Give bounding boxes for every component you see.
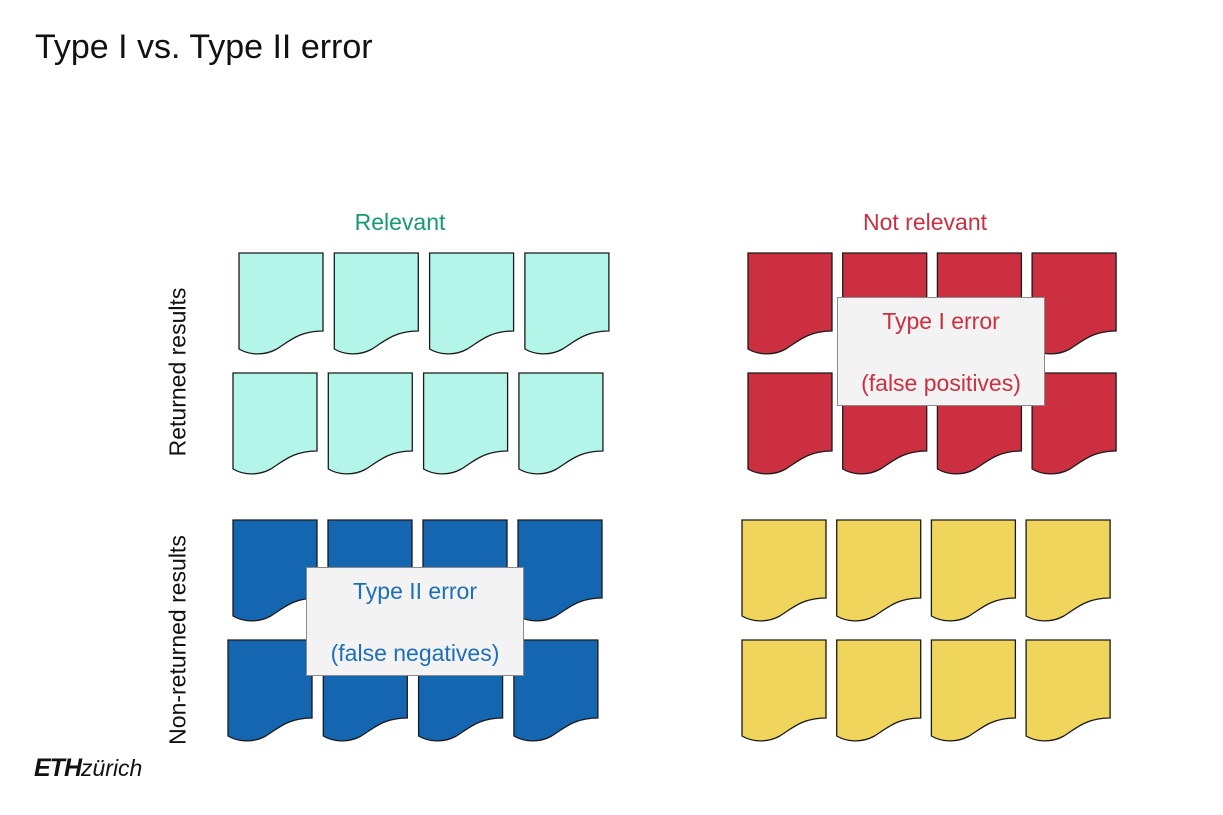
relevant-returned-doc [518, 372, 604, 475]
not-relevant-returned-doc [747, 252, 833, 355]
relevant-returned-doc [238, 252, 324, 355]
relevant-returned-doc [327, 372, 413, 475]
column-header-not-relevant: Not relevant [862, 209, 988, 235]
logo-zurich: zürich [81, 755, 143, 781]
page-title: Type I vs. Type II error [35, 28, 373, 66]
not-relevant-non-returned-doc [836, 519, 922, 622]
relevant-returned-doc [333, 252, 419, 355]
not-relevant-returned-doc [747, 372, 833, 475]
relevant-returned-doc [428, 252, 515, 355]
type-ii-error-callout: Type II error (false negatives) [306, 567, 524, 676]
eth-zurich-logo: ETHzürich [34, 754, 142, 783]
relevant-returned-doc [524, 252, 610, 355]
not-relevant-returned-doc [1031, 372, 1117, 475]
false-positives-label: (false positives) [861, 370, 1021, 396]
relevant-non-returned-doc [513, 639, 599, 742]
not-relevant-non-returned-doc [930, 639, 1017, 742]
not-relevant-non-returned-doc [1025, 639, 1111, 742]
not-relevant-non-returned-doc [741, 639, 827, 742]
relevant-non-returned-doc [232, 519, 318, 622]
type-i-error-callout: Type I error (false positives) [837, 297, 1045, 406]
column-header-relevant: Relevant [354, 209, 446, 235]
not-relevant-non-returned-doc [836, 639, 922, 742]
not-relevant-non-returned-doc [1025, 519, 1111, 622]
relevant-non-returned-doc [227, 639, 313, 742]
not-relevant-non-returned-doc [930, 519, 1017, 622]
relevant-non-returned-doc [517, 519, 603, 622]
false-negatives-label: (false negatives) [330, 640, 500, 666]
logo-eth: ETH [34, 754, 82, 782]
type-ii-error-label: Type II error [353, 578, 477, 604]
type-i-error-label: Type I error [882, 308, 1000, 334]
relevant-returned-doc [422, 372, 509, 475]
relevant-returned-doc [232, 372, 318, 475]
not-relevant-non-returned-doc [741, 519, 827, 622]
